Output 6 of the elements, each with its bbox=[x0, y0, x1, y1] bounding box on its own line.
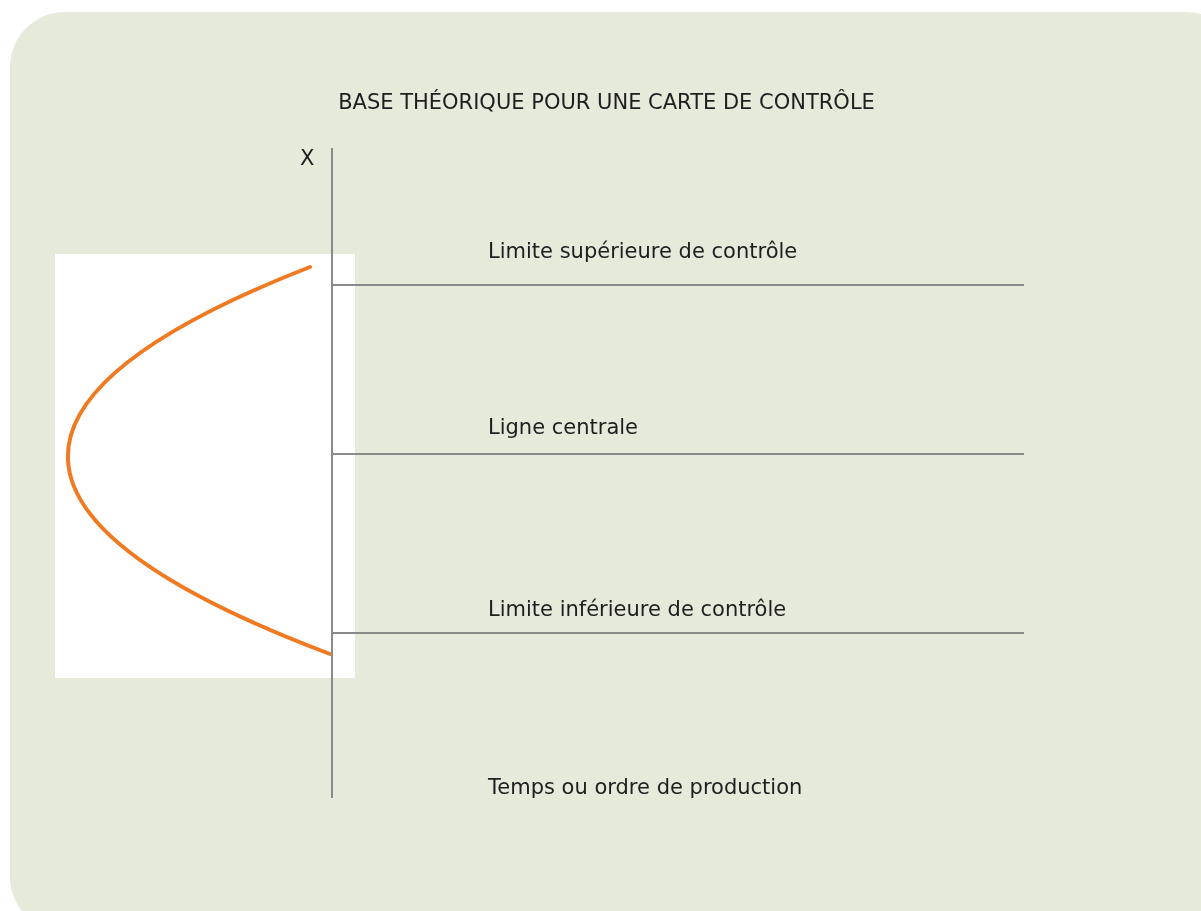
axis-label: X bbox=[300, 146, 315, 172]
line-label: Ligne centrale bbox=[488, 415, 639, 441]
line-label: Limite supérieure de contrôle bbox=[488, 239, 798, 265]
diagram-title: BASE THÉORIQUE POUR UNE CARTE DE CONTRÔLE bbox=[337, 90, 876, 116]
line-label: Limite inférieure de contrôle bbox=[488, 597, 787, 623]
axis-label: Temps ou ordre de production bbox=[488, 775, 803, 801]
